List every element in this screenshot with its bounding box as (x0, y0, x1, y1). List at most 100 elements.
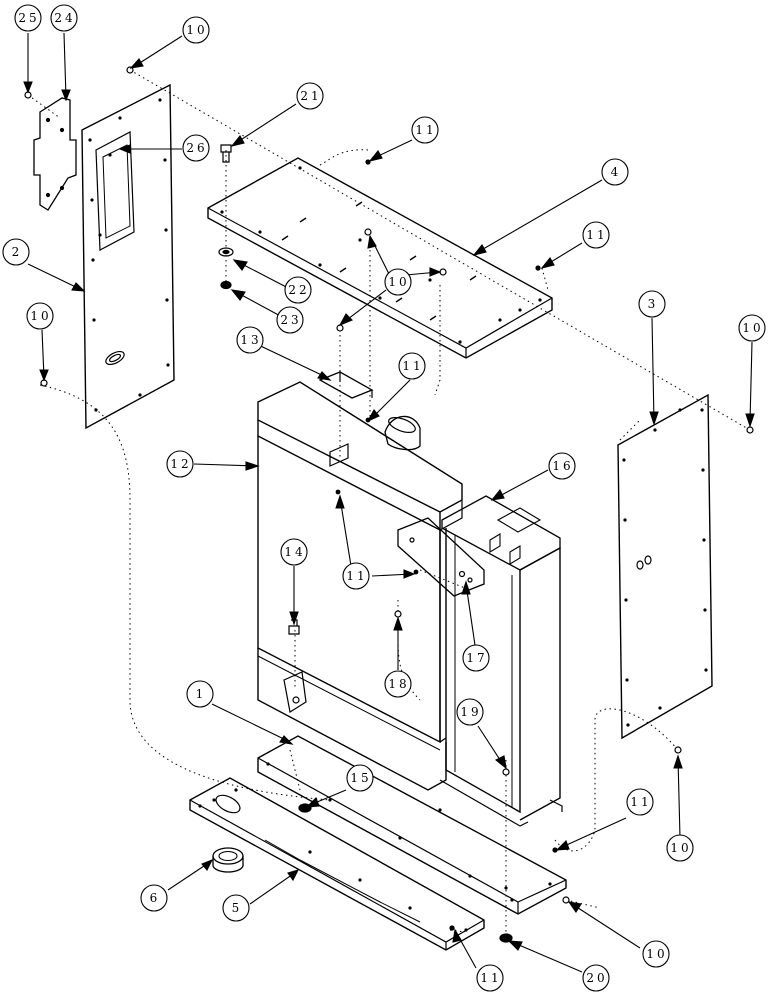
callout-4: 4 (601, 158, 629, 186)
callout-13: 13 (236, 326, 264, 354)
callout-number: 3 (648, 297, 659, 311)
callout-20: 20 (582, 964, 610, 992)
callout-circle (384, 268, 412, 296)
callout-number: 22 (288, 283, 309, 297)
callout-circle (738, 314, 766, 342)
callout-number: 10 (646, 947, 667, 961)
callout-number: 10 (186, 23, 207, 37)
callout-number: 11 (586, 228, 607, 242)
part-5-bottom-rail (189, 777, 485, 951)
callout-circle (280, 538, 308, 566)
callout-circle (2, 238, 30, 266)
part-1-lower-plate (257, 735, 567, 915)
callout-number: 10 (670, 841, 691, 855)
callout-circle (476, 964, 504, 992)
callout-11: 11 (398, 352, 426, 380)
callout-circle (582, 964, 610, 992)
callout-circle (626, 788, 654, 816)
callout-number: 1 (196, 687, 207, 701)
callout-10: 10 (642, 940, 670, 968)
callout-10: 10 (666, 834, 694, 862)
callout-circle (642, 940, 670, 968)
callout-number: 4 (611, 165, 622, 179)
callout-number: 26 (186, 141, 207, 155)
part-24-gasket-plate (33, 97, 77, 211)
callout-11: 11 (626, 788, 654, 816)
callout-circle (342, 562, 370, 590)
part-2-left-side-panel (81, 83, 175, 430)
callout-number: 10 (742, 321, 763, 335)
callout-10: 10 (182, 16, 210, 44)
callout-10: 10 (26, 302, 54, 330)
callout-number: 18 (388, 677, 409, 691)
callout-number: 10 (388, 275, 409, 289)
callout-circle (398, 352, 426, 380)
callout-circle (182, 16, 210, 44)
callout-circle (296, 82, 324, 110)
callout-18: 18 (384, 670, 412, 698)
callout-number: 12 (170, 457, 191, 471)
callout-number: 2 (12, 245, 23, 259)
callout-circle (601, 158, 629, 186)
callout-2: 2 (2, 238, 30, 266)
part-16-oil-cooler (397, 495, 563, 827)
callout-10: 10 (384, 268, 412, 296)
callout-5: 5 (222, 894, 250, 922)
callout-11: 11 (476, 964, 504, 992)
callout-number: 11 (415, 123, 436, 137)
callout-10: 10 (738, 314, 766, 342)
callout-circle (14, 4, 42, 32)
callout-circle (548, 452, 576, 480)
callout-number: 19 (460, 705, 481, 719)
callout-17: 17 (462, 644, 490, 672)
callout-circle (666, 834, 694, 862)
callout-12: 12 (166, 450, 194, 478)
callout-25: 25 (14, 4, 42, 32)
callout-circle (384, 670, 412, 698)
callout-22: 22 (284, 276, 312, 304)
callout-number: 10 (30, 309, 51, 323)
callout-circle (456, 698, 484, 726)
callout-number: 23 (280, 313, 301, 327)
callout-11: 11 (582, 221, 610, 249)
callout-circle (284, 276, 312, 304)
callout-number: 11 (402, 359, 423, 373)
callout-number: 11 (630, 795, 651, 809)
callout-number: 17 (466, 651, 487, 665)
callout-number: 16 (552, 459, 573, 473)
callout-number: 11 (480, 971, 501, 985)
callout-15: 15 (346, 764, 374, 792)
callout-circle (236, 326, 264, 354)
callout-19: 19 (456, 698, 484, 726)
part-12-radiator-core (257, 371, 463, 791)
callout-number: 24 (54, 11, 75, 25)
callout-14: 14 (280, 538, 308, 566)
callout-circle (166, 450, 194, 478)
callout-number: 5 (232, 901, 243, 915)
callout-3: 3 (638, 290, 666, 318)
callout-circle (140, 884, 168, 912)
leader-arrows (23, 32, 755, 973)
callout-16: 16 (548, 452, 576, 480)
callout-11: 11 (411, 116, 439, 144)
callout-circle (638, 290, 666, 318)
fasteners (24, 66, 754, 943)
callout-circle (346, 764, 374, 792)
callout-number: 15 (350, 771, 371, 785)
callout-number: 14 (284, 545, 305, 559)
callout-number: 20 (586, 971, 607, 985)
callout-23: 23 (276, 306, 304, 334)
callout-circle (50, 4, 78, 32)
callout-circle (26, 302, 54, 330)
callout-circle (462, 644, 490, 672)
part-3-right-side-panel (617, 393, 713, 740)
callout-circle (276, 306, 304, 334)
callout-circle (186, 680, 214, 708)
callout-number: 6 (150, 891, 161, 905)
part-4-top-panel (207, 157, 553, 359)
callout-6: 6 (140, 884, 168, 912)
callout-number: 13 (240, 333, 261, 347)
callout-circle (582, 221, 610, 249)
